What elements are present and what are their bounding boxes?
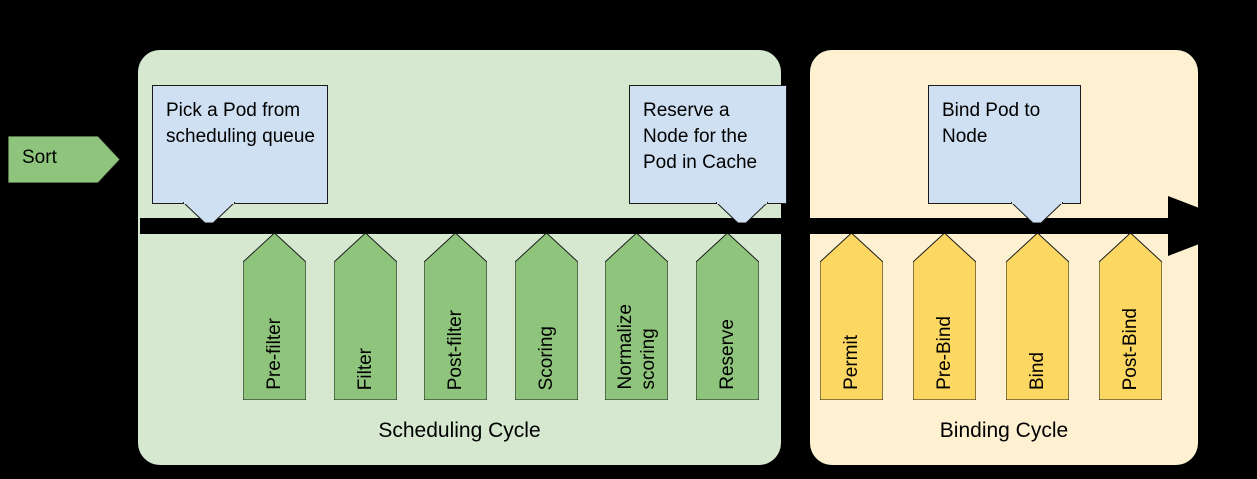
plugin-arrow-post-filter: Post-filter	[424, 233, 487, 400]
callout-text: Bind Pod to Node	[942, 100, 1041, 147]
callout-text: Reserve a Node for the Pod in Cache	[643, 100, 758, 173]
sort-label: Sort	[22, 147, 57, 168]
callout-tail-icon	[183, 202, 235, 223]
callout-bind-pod: Bind Pod to Node	[928, 85, 1081, 223]
plugin-arrow-reserve: Reserve	[696, 233, 759, 400]
binding-cycle-caption: Binding Cycle	[939, 419, 1069, 442]
plugin-arrow-pre-filter: Pre-filter	[243, 233, 306, 400]
callout-tail-icon	[716, 202, 768, 223]
pipeline-timeline-bar	[140, 218, 1175, 234]
sort-entry-arrow	[8, 136, 120, 183]
plugin-arrow-post-bind: Post-Bind	[1099, 233, 1162, 400]
callout-pick-a-pod: Pick a Pod from scheduling queue	[152, 85, 328, 223]
plugin-arrow-normalize-scoring: Normalize scoring	[605, 233, 668, 400]
plugin-arrow-pre-bind: Pre-Bind	[913, 233, 976, 400]
callout-text: Pick a Pod from scheduling queue	[166, 100, 315, 147]
plugin-arrow-bind: Bind	[1006, 233, 1069, 400]
callout-reserve-node: Reserve a Node for the Pod in Cache	[629, 85, 787, 223]
plugin-arrow-filter: Filter	[334, 233, 397, 400]
plugin-arrow-permit: Permit	[820, 233, 883, 400]
pipeline-arrowhead-icon	[1168, 196, 1246, 256]
plugin-arrow-scoring: Scoring	[515, 233, 578, 400]
scheduling-cycle-caption: Scheduling Cycle	[378, 419, 541, 442]
callout-tail-icon	[1011, 202, 1063, 223]
